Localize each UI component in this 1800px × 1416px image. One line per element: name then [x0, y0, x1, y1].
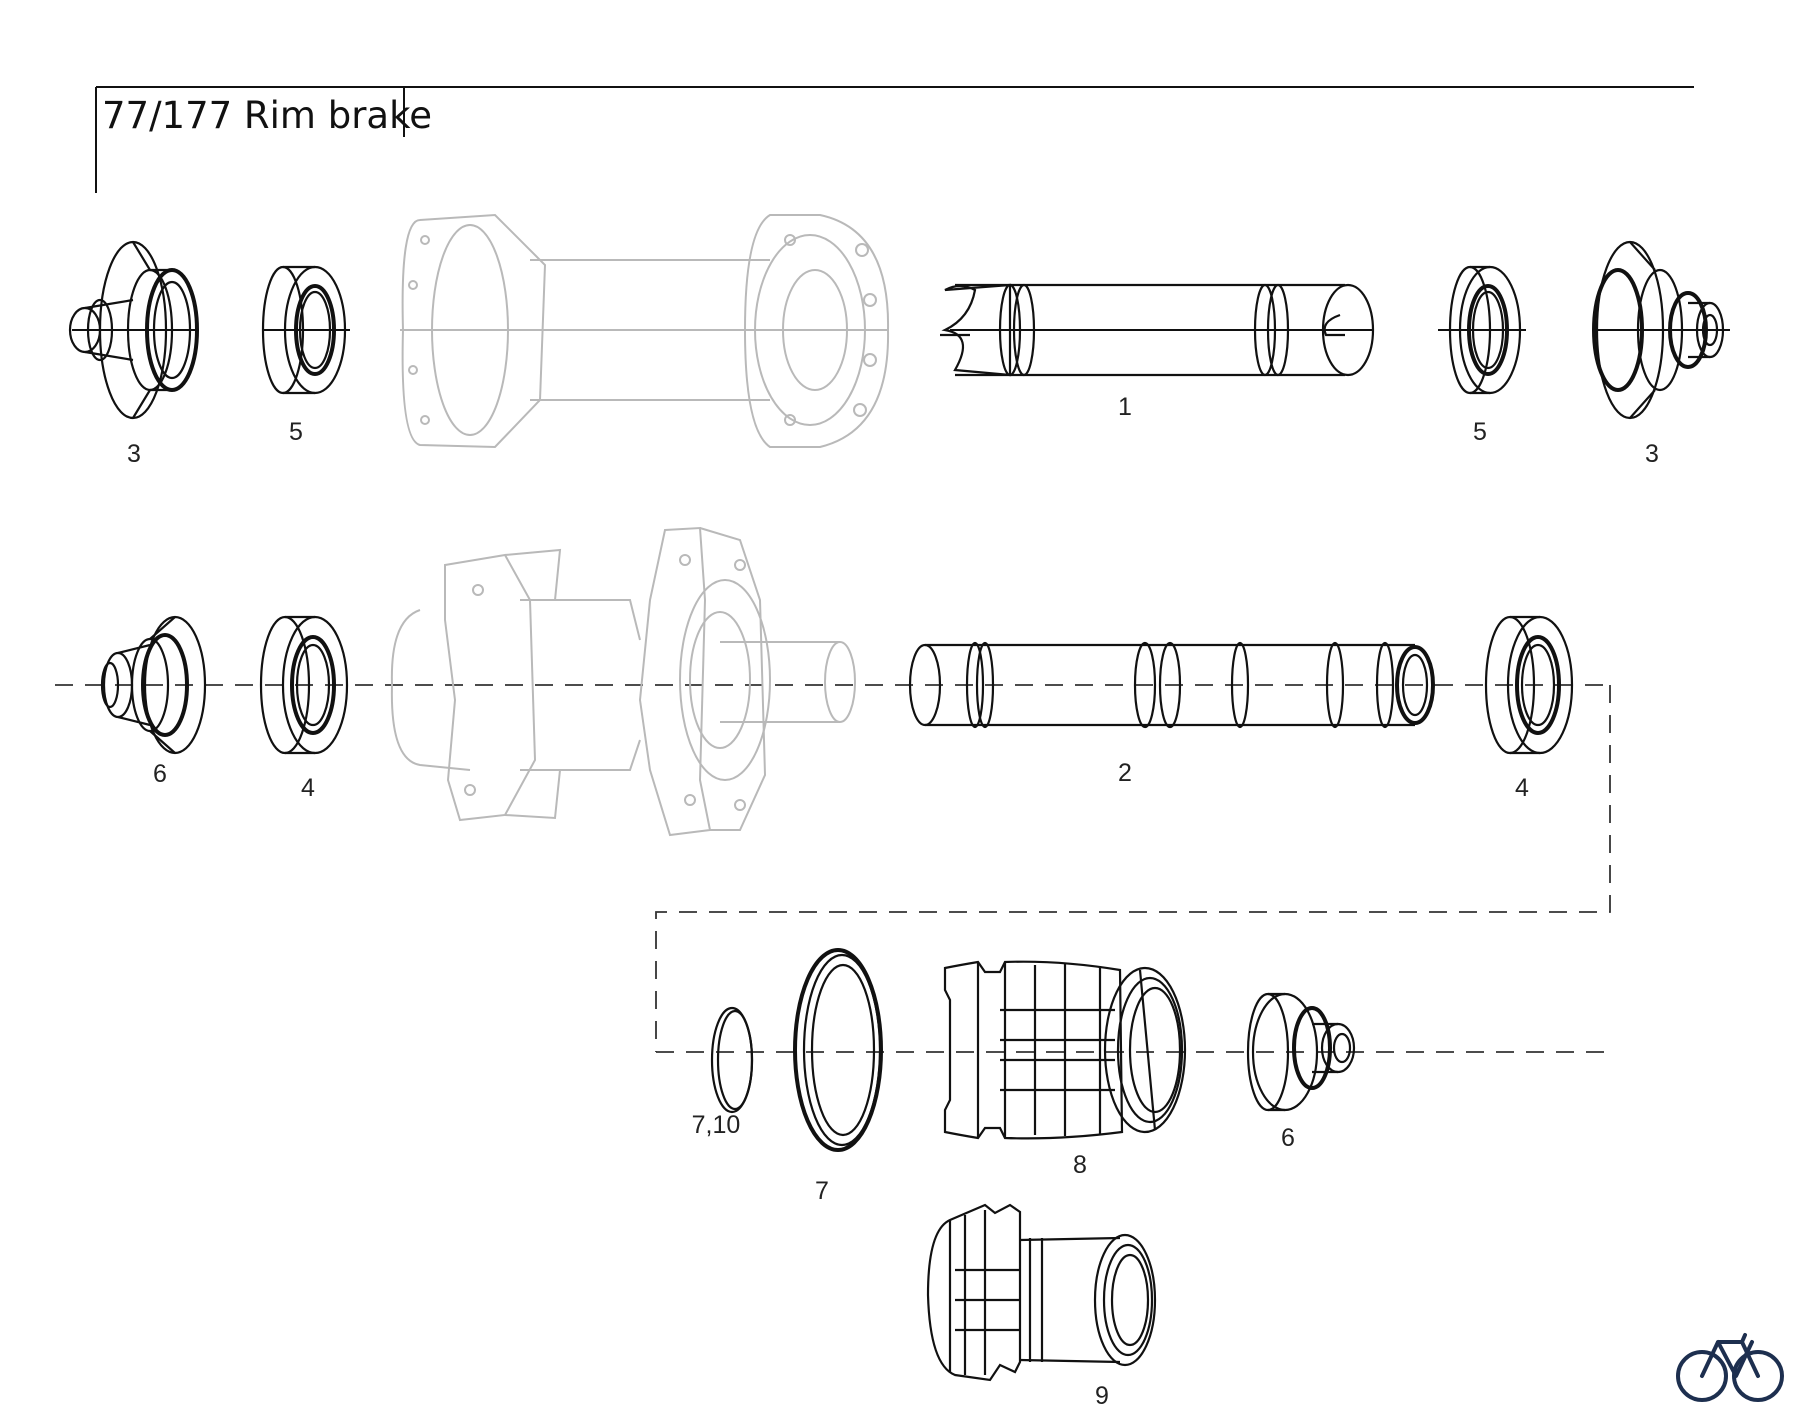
connector-dashed-path: [655, 685, 1611, 1052]
label-freehub-body: 8: [1073, 1151, 1087, 1179]
rear-right-bearing: [1484, 615, 1574, 755]
front-left-bearing: [261, 265, 350, 395]
label-rear-right-bearing: 4: [1515, 774, 1529, 802]
title-frame: 77/177 Rim brake: [95, 86, 1694, 193]
label-front-right-bearing: 5: [1473, 418, 1487, 446]
label-front-axle: 1: [1118, 393, 1132, 421]
label-large-ring: 7: [815, 1177, 829, 1205]
rear-left-endcap: [100, 615, 207, 755]
front-axle: [940, 283, 1375, 377]
label-small-ring: 7,10: [692, 1111, 741, 1139]
label-rear-left-endcap: 6: [153, 760, 167, 788]
freehub-body: [943, 960, 1187, 1140]
front-left-endcap: [68, 240, 199, 420]
front-hub-shell: [400, 213, 890, 449]
freehub-endcap: [1246, 992, 1356, 1112]
rear-hub-shell: [390, 526, 856, 837]
label-front-left-bearing: 5: [289, 418, 303, 446]
small-ring: [710, 1006, 754, 1114]
bicycle-icon: [1676, 1333, 1784, 1402]
diagram-title: 77/177 Rim brake: [102, 94, 432, 137]
label-rear-axle: 2: [1118, 759, 1132, 787]
front-right-bearing: [1438, 265, 1526, 395]
rear-left-bearing: [259, 615, 349, 755]
label-front-right-endcap: 3: [1645, 440, 1659, 468]
large-ring: [793, 948, 883, 1152]
label-alt-freehub-body: 9: [1095, 1382, 1109, 1410]
front-right-endcap: [1592, 240, 1730, 420]
alt-freehub-body: [926, 1203, 1157, 1382]
label-rear-left-bearing: 4: [301, 774, 315, 802]
label-freehub-endcap: 6: [1281, 1124, 1295, 1152]
label-front-left-endcap: 3: [127, 440, 141, 468]
rear-axle: [908, 641, 1435, 729]
